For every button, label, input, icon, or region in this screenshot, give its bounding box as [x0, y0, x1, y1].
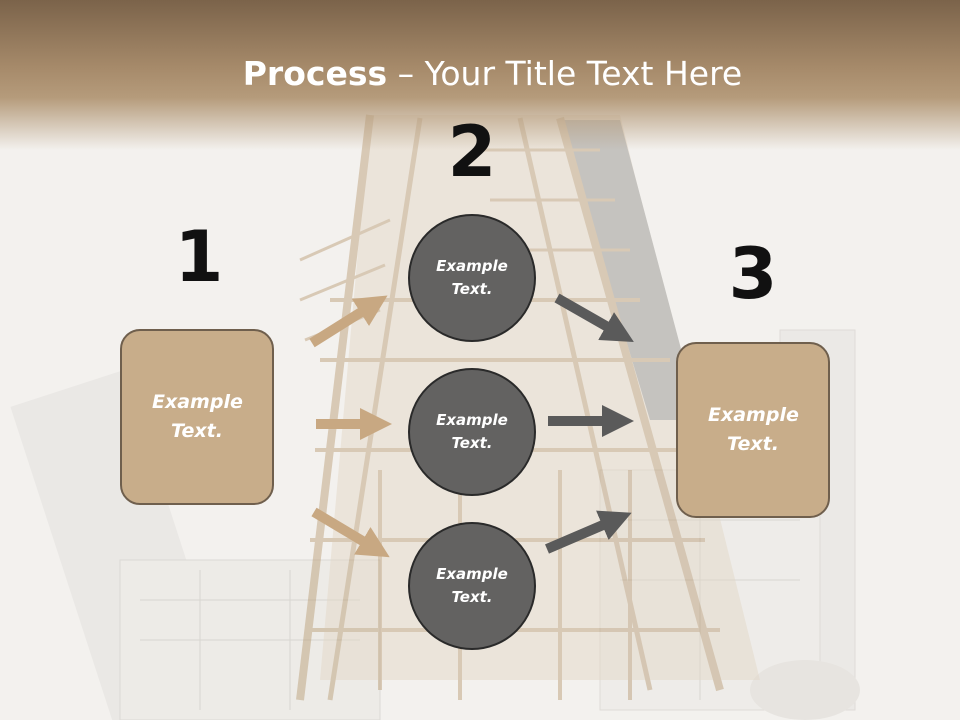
arrow-2a-to-3 — [554, 293, 634, 342]
title-rest: – Your Title Text Here — [387, 54, 743, 93]
step-3-number: 3 — [728, 233, 778, 315]
arrow-1-to-2c — [311, 507, 390, 558]
step-2c-circle: Example Text. — [408, 522, 536, 650]
arrow-2c-to-3 — [545, 510, 632, 554]
step-1-text: Example Text. — [152, 391, 243, 442]
arrow-1-to-2a — [309, 295, 388, 348]
slide-title: Process – Your Title Text Here — [0, 52, 960, 96]
step-3-box: Example Text. — [676, 342, 830, 518]
title-banner — [0, 0, 960, 150]
step-2c-text: Example Text. — [436, 565, 508, 606]
step-2b-text: Example Text. — [436, 411, 508, 452]
title-bold: Process — [242, 54, 388, 93]
step-1-number: 1 — [174, 216, 224, 298]
step-2a-text: Example Text. — [436, 257, 508, 298]
step-2b-circle: Example Text. — [408, 368, 536, 496]
step-1-box: Example Text. — [120, 329, 274, 505]
step-3-text: Example Text. — [708, 404, 799, 455]
step-2a-circle: Example Text. — [408, 214, 536, 342]
step-2-number: 2 — [447, 111, 497, 193]
